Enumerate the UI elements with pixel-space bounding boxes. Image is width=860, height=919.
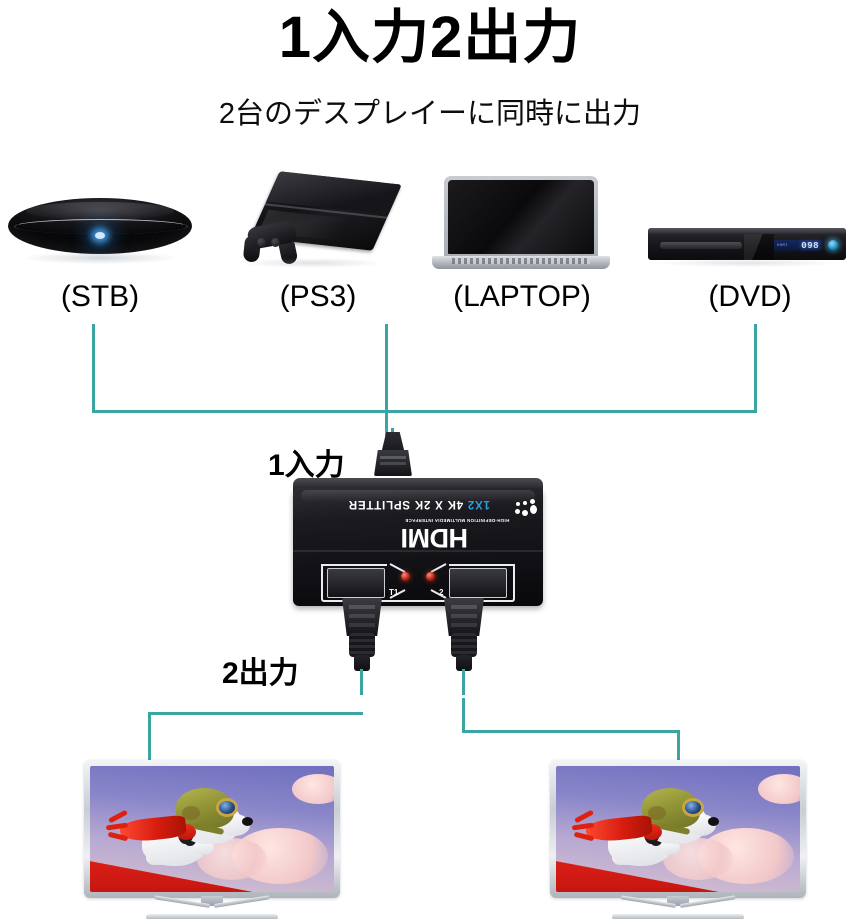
wire-input-to-splitter — [385, 410, 388, 438]
dvd-disc-slot — [660, 242, 742, 249]
tv1-bezel — [84, 760, 340, 898]
device-caption-dvd: (DVD) — [708, 280, 792, 313]
hdmi-splitter-device: 1X2 4K X 2K SPLITTER HIGH-DEFINITION MUL… — [293, 478, 543, 628]
splitter-plate-edge-right — [449, 564, 515, 566]
tv1-stand-base — [146, 914, 278, 919]
tv2-cloud-1 — [758, 774, 800, 804]
ps3-controller-icon — [238, 218, 306, 266]
display-tv-2 — [550, 760, 806, 919]
splitter-brand-text: HDMI — [401, 523, 468, 553]
stb-gloss — [26, 202, 174, 220]
dvd-display-panel: HDMI 098 — [774, 240, 822, 251]
output-plug-1-shell — [342, 598, 382, 636]
hdmi-input-plug-icon — [366, 428, 420, 484]
output-plug-2-strain-relief — [451, 633, 477, 657]
splitter-seam — [293, 550, 543, 552]
ps3-stick-left — [257, 238, 266, 247]
port-label-2: 2 — [439, 588, 444, 597]
hdmi-input-boot — [381, 432, 405, 454]
splitter-model-prefix: 1X2 — [467, 498, 490, 510]
wire-input-bus — [92, 410, 757, 413]
laptop-lid — [444, 176, 598, 258]
wire-out2-drop — [677, 730, 680, 766]
tv1-snoopy-character — [105, 784, 260, 876]
laptop-notch — [508, 266, 534, 269]
hdmi-input-shell — [374, 450, 412, 476]
dvd-display-value: 098 — [801, 240, 819, 251]
output-plug-1-cable — [360, 669, 363, 695]
wire-stb-drop — [92, 324, 95, 412]
dvd-facet — [744, 234, 774, 260]
tv2-snoopy-scarf — [571, 809, 662, 846]
game-console-icon — [232, 171, 402, 274]
stb-power-led-icon — [95, 232, 105, 239]
device-caption-stb: (STB) — [60, 280, 140, 313]
tv1-snoopy-scarf — [105, 809, 196, 846]
output-plug-1-neck — [354, 655, 370, 671]
dvd-bevel — [648, 228, 846, 234]
status-led-2-icon — [426, 572, 435, 581]
device-caption-ps3: (PS3) — [279, 280, 357, 313]
splitter-sheen — [301, 490, 535, 502]
wire-out2-horizontal — [462, 730, 680, 733]
laptop-icon — [432, 176, 610, 276]
splitter-port-plate — [321, 564, 515, 602]
hdmi-output-port-2[interactable] — [449, 568, 507, 598]
ps3-stick-right — [271, 238, 280, 247]
tv2-stand-base — [612, 914, 744, 919]
display-tv-1 — [84, 760, 340, 919]
wire-laptop-drop — [385, 324, 388, 412]
splitter-brand-logo-icon — [509, 496, 537, 516]
tv2-snoopy-character — [571, 784, 726, 876]
splitter-plate-edge-left — [321, 564, 387, 566]
output-plug-1-strain-relief — [349, 633, 375, 657]
dvd-player-icon: HDMI 098 — [648, 228, 846, 272]
laptop-keyboard — [452, 258, 590, 264]
ps3-shadow — [242, 258, 382, 268]
wire-out2-rise — [462, 698, 465, 732]
status-led-1-icon — [401, 572, 410, 581]
stb-rim — [14, 219, 188, 234]
page-subtitle: 2台のデスプレイーに同時に出力 — [218, 98, 642, 130]
hdmi-output-port-1[interactable] — [327, 568, 385, 598]
hdmi-output-plug-1-icon — [338, 598, 386, 695]
dvd-display-mode: HDMI — [777, 243, 788, 248]
wire-dvd-drop — [754, 324, 757, 412]
ps3-top-surface — [266, 171, 402, 215]
splitter-chevron-upper-icon — [387, 564, 449, 578]
tv1-stand-neck — [201, 896, 223, 906]
port-label-1: T1 — [389, 588, 399, 597]
wire-out1-drop — [148, 712, 151, 766]
splitter-model-rest: 4K X 2K SPLITTER — [348, 498, 464, 510]
tv2-screen — [556, 766, 800, 892]
laptop-screen — [448, 180, 594, 254]
tv1-cloud-1 — [292, 774, 334, 804]
splitter-model-text: 1X2 4K X 2K SPLITTER — [327, 498, 511, 510]
tv2-stand-neck — [667, 896, 689, 906]
set-top-box-icon — [8, 192, 192, 270]
output-plug-2-shell — [444, 598, 484, 636]
page-title: 1入力2出力 — [278, 5, 582, 70]
tv2-bezel — [550, 760, 806, 898]
dvd-power-button[interactable] — [828, 240, 838, 250]
output-plug-2-cable — [462, 669, 465, 695]
stb-shadow — [22, 252, 178, 264]
input-label: 1入力 — [268, 449, 345, 482]
tv1-screen — [90, 766, 334, 892]
hdmi-output-plug-2-icon — [440, 598, 488, 695]
wire-out1-horizontal — [148, 712, 363, 715]
output-label: 2出力 — [222, 657, 299, 690]
device-caption-laptop: (LAPTOP) — [453, 280, 591, 313]
output-plug-2-neck — [456, 655, 472, 671]
dvd-shadow — [656, 259, 838, 267]
